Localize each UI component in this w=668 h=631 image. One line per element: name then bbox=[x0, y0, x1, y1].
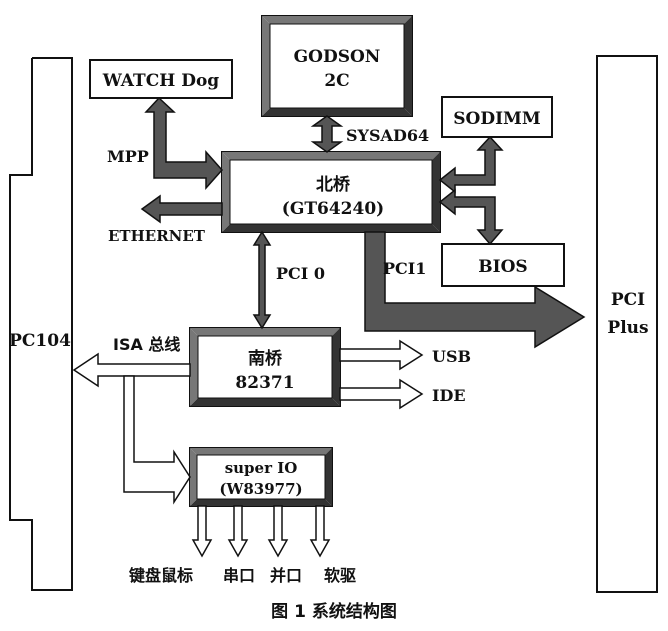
pci0-label: PCI 0 bbox=[276, 264, 325, 283]
figure-caption: 图 1 系统结构图 bbox=[271, 601, 397, 622]
pci-plus-label-line1: PCI bbox=[611, 290, 645, 310]
godson-label-line1: GODSON bbox=[294, 47, 381, 67]
bios-label: BIOS bbox=[478, 257, 527, 277]
pc104-bus-outline bbox=[9, 57, 73, 591]
pci1-arrow bbox=[364, 231, 586, 349]
mpp-arrow bbox=[144, 96, 224, 190]
keyboard-mouse-arrow bbox=[191, 505, 213, 558]
peripheral-keyboard-mouse-label: 键盘鼠标 bbox=[128, 566, 193, 585]
isa-bus-label: ISA 总线 bbox=[113, 335, 180, 354]
ethernet-label: ETHERNET bbox=[108, 227, 206, 245]
godson-label-line2: 2C bbox=[324, 71, 349, 91]
pc104-label: PC104 bbox=[9, 331, 71, 351]
pci-plus-label-line2: Plus bbox=[607, 318, 648, 338]
usb-arrow bbox=[339, 339, 424, 371]
sodimm-block bbox=[441, 96, 553, 138]
super-io-label-line2: (W83977) bbox=[219, 480, 302, 498]
ide-label: IDE bbox=[432, 386, 466, 405]
super-io-label-line1: super IO bbox=[225, 459, 298, 477]
sodimm-label: SODIMM bbox=[453, 109, 541, 129]
parallel-port-arrow bbox=[267, 505, 289, 558]
pci1-label: PCI1 bbox=[383, 259, 426, 278]
godson-2c-block: GODSON 2C bbox=[261, 15, 413, 117]
watchdog-block bbox=[89, 59, 233, 99]
peripheral-serial-port-label: 串口 bbox=[223, 566, 255, 585]
sodimm-arrow bbox=[438, 135, 504, 194]
north-bridge-label-line2: (GT64240) bbox=[282, 199, 384, 219]
super-io-block: super IO (W83977) bbox=[189, 447, 333, 507]
pci0-arrow bbox=[252, 230, 272, 330]
peripheral-parallel-port-label: 并口 bbox=[270, 566, 302, 585]
mpp-label: MPP bbox=[107, 147, 149, 166]
usb-label: USB bbox=[432, 347, 471, 366]
peripheral-floppy-label: 软驱 bbox=[324, 566, 356, 585]
watchdog-label: WATCH Dog bbox=[102, 71, 220, 91]
isa-to-super-io-arrow bbox=[123, 375, 191, 505]
north-bridge-label-line1: 北桥 bbox=[316, 175, 351, 195]
ide-arrow bbox=[339, 378, 424, 410]
sysad64-label: SYSAD64 bbox=[346, 126, 429, 145]
north-bridge-block: 北桥 (GT64240) bbox=[221, 151, 441, 233]
pci-plus-bus bbox=[596, 55, 658, 593]
sysad64-arrow bbox=[310, 115, 344, 153]
floppy-arrow bbox=[309, 505, 331, 558]
bios-arrow bbox=[438, 188, 504, 246]
isa-bus-arrow bbox=[72, 352, 191, 388]
south-bridge-label-line1: 南桥 bbox=[248, 348, 283, 369]
bios-block bbox=[441, 243, 565, 287]
serial-port-arrow bbox=[227, 505, 249, 558]
ethernet-arrow bbox=[140, 194, 223, 224]
south-bridge-block: 南桥 82371 bbox=[189, 327, 341, 407]
south-bridge-label-line2: 82371 bbox=[235, 373, 294, 393]
